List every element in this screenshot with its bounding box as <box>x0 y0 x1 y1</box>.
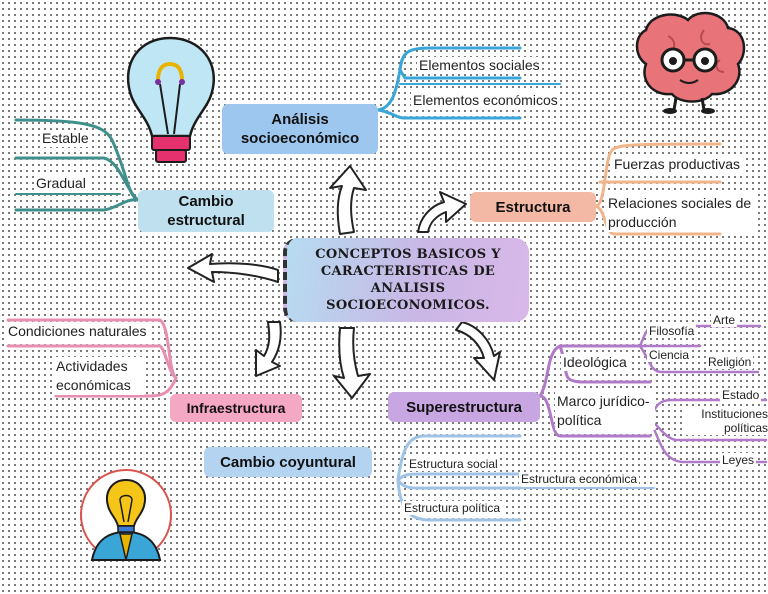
idea-person-icon <box>80 469 172 561</box>
arrow-icon <box>417 191 467 233</box>
item-arte: Arte <box>711 313 738 327</box>
item-estructura-politica: Estructura política <box>402 501 503 515</box>
arrow-icon <box>333 327 371 399</box>
item-religion: Religión <box>706 355 754 369</box>
item-filosofia: Filosofía <box>647 324 697 338</box>
brain-mascot-icon <box>635 11 746 114</box>
item-estructura-social: Estructura social <box>407 457 500 471</box>
item-leyes: Leyes <box>720 453 757 467</box>
arrow-icon <box>329 165 367 235</box>
node-analisis-socioeconomico: Análisis socioeconómico <box>222 104 378 154</box>
arrows <box>187 165 501 399</box>
node-superestructura: Superestructura <box>388 392 540 422</box>
item-condiciones-naturales: Condiciones naturales <box>6 323 149 340</box>
item-ciencia: Ciencia <box>647 348 692 362</box>
item-fuerzas-productivas: Fuerzas productivas <box>612 156 743 173</box>
item-gradual: Gradual <box>34 175 88 192</box>
node-cambio-coyuntural: Cambio coyuntural <box>204 447 372 477</box>
arrow-icon <box>187 253 279 283</box>
item-estructura-economica: Estructura económica <box>519 472 640 486</box>
connector-cambio-coyuntural <box>396 434 522 482</box>
item-marco-juridico-politica: Marco jurídico-política <box>555 392 655 430</box>
item-estable: Estable <box>40 130 91 147</box>
node-cambio-estructural: Cambio estructural <box>138 190 274 232</box>
node-infraestructura: Infraestructura <box>170 394 302 422</box>
item-relaciones-sociales: Relaciones sociales de producción <box>606 194 756 232</box>
node-estructura: Estructura <box>470 192 596 222</box>
lightbulb-icon <box>126 36 215 163</box>
item-elementos-sociales: Elementos sociales <box>417 57 542 74</box>
item-ideologica: Ideológica <box>561 354 629 371</box>
arrow-icon <box>255 321 282 377</box>
center-node: CONCEPTOS BASICOS Y CARACTERISTICAS DE A… <box>283 238 529 322</box>
item-estado: Estado <box>720 388 762 402</box>
item-actividades-economicas: Actividades económicas <box>54 357 144 395</box>
arrow-icon <box>455 321 501 381</box>
item-elementos-economicos: Elementos económicos <box>411 92 560 109</box>
item-instituciones-politicas: Instituciones políticas <box>686 407 768 435</box>
connector-estructura <box>594 142 722 208</box>
